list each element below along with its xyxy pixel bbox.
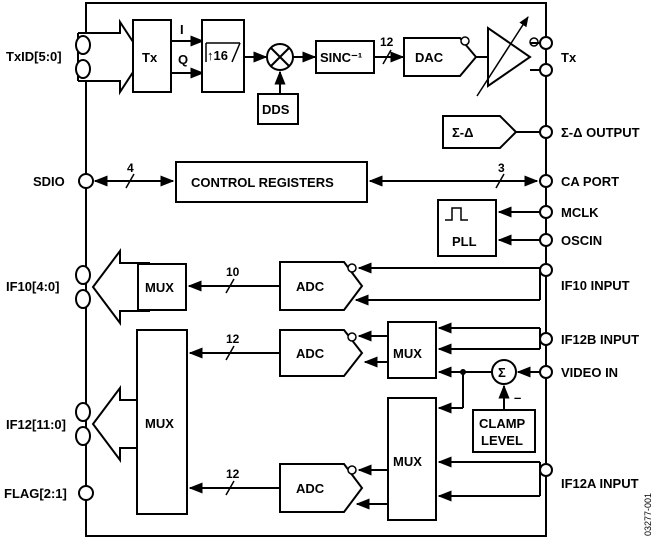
video-in-pin — [539, 365, 553, 379]
flag-pin — [78, 485, 94, 501]
oscin-pin — [539, 233, 553, 247]
ca-port-pin — [539, 174, 553, 188]
pin-label-sigma-delta-output: Σ-Δ OUTPUT — [561, 125, 640, 140]
clamp-level-line2: LEVEL — [481, 433, 523, 448]
vga-symbol — [476, 16, 539, 97]
sdio-pin — [78, 173, 94, 189]
sinc-bus-width: 12 — [380, 35, 394, 49]
clamp-level-block — [472, 409, 536, 453]
sinc-block — [315, 40, 375, 74]
tx-block — [132, 19, 172, 93]
sigma-delta-label: Σ-Δ — [452, 125, 473, 140]
pin-label-oscin: OSCIN — [561, 233, 602, 248]
tx-pin-neg — [539, 63, 553, 77]
clamp-level-line1: CLAMP — [479, 416, 526, 431]
signal-i-label: I — [180, 22, 184, 37]
control-registers-block — [175, 161, 368, 203]
if10-bus-width: 10 — [226, 265, 240, 279]
pin-label-mclk: MCLK — [561, 205, 599, 220]
if12b-input-pin — [539, 332, 553, 346]
sdio-bus-width: 4 — [127, 161, 134, 175]
pin-label-if12: IF12[11:0] — [6, 417, 66, 432]
clamp-minus-sign: – — [514, 390, 521, 405]
clock-icon — [445, 207, 468, 221]
adc-if12a-block — [279, 463, 364, 513]
control-registers-label: CONTROL REGISTERS — [191, 175, 334, 190]
mux-if12a-label: MUX — [393, 454, 422, 469]
ca-bus-width: 3 — [498, 161, 505, 175]
mux-if12-label: MUX — [145, 416, 174, 431]
adc-if12b-block — [279, 329, 364, 377]
dac-block — [403, 37, 478, 77]
if12a-input-pin — [539, 463, 553, 477]
mux-if12-block — [136, 329, 188, 515]
figure-id: 03277-001 — [643, 493, 653, 536]
if10-input-pin — [539, 263, 553, 277]
mux-if12a-block — [387, 397, 437, 521]
summer-label: Σ — [498, 365, 506, 380]
sinc-label: SINC⁻¹ — [320, 50, 362, 65]
if12a-bus-width: 12 — [226, 467, 240, 481]
mux-if10-label: MUX — [145, 280, 174, 295]
pin-label-if12a-input: IF12A INPUT — [561, 476, 639, 491]
pll-block — [437, 199, 497, 257]
interpolator-block — [201, 19, 245, 93]
pin-label-if10: IF10[4:0] — [6, 279, 59, 294]
mclk-pin — [539, 205, 553, 219]
if12-bus-pin — [75, 385, 138, 463]
mux-if10-block — [137, 263, 187, 311]
pin-label-tx: Tx — [561, 50, 577, 65]
if10-bus-pin — [75, 248, 150, 326]
adc-if12b-label: ADC — [296, 346, 325, 361]
pin-label-sdio: SDIO — [33, 174, 65, 189]
adc-if10-block — [279, 261, 364, 311]
signal-q-label: Q — [178, 52, 188, 67]
if12b-bus-width: 12 — [226, 332, 240, 346]
tx-pin-pos — [539, 36, 553, 50]
dac-label: DAC — [415, 50, 444, 65]
dds-block — [257, 93, 299, 125]
mixer-symbol — [266, 43, 294, 71]
pin-label-video-in: VIDEO IN — [561, 365, 618, 380]
pin-label-if10-input: IF10 INPUT — [561, 278, 630, 293]
tx-block-label: Tx — [142, 50, 158, 65]
pin-label-txid: TxID[5:0] — [6, 49, 62, 64]
mux-if12b-label: MUX — [393, 346, 422, 361]
dds-label: DDS — [262, 102, 290, 117]
interpolator-label: ↑16 — [207, 48, 228, 63]
adc-if12a-label: ADC — [296, 481, 325, 496]
pin-label-if12b-input: IF12B INPUT — [561, 332, 639, 347]
sigma-delta-output-pin — [539, 125, 553, 139]
pin-label-ca-port: CA PORT — [561, 174, 619, 189]
txid-bus-pin — [75, 18, 145, 96]
pll-label: PLL — [452, 234, 477, 249]
adc-if10-label: ADC — [296, 279, 325, 294]
mux-if12b-block — [387, 321, 437, 379]
pin-label-flag: FLAG[2:1] — [4, 486, 67, 501]
sigma-delta-block — [442, 115, 518, 149]
